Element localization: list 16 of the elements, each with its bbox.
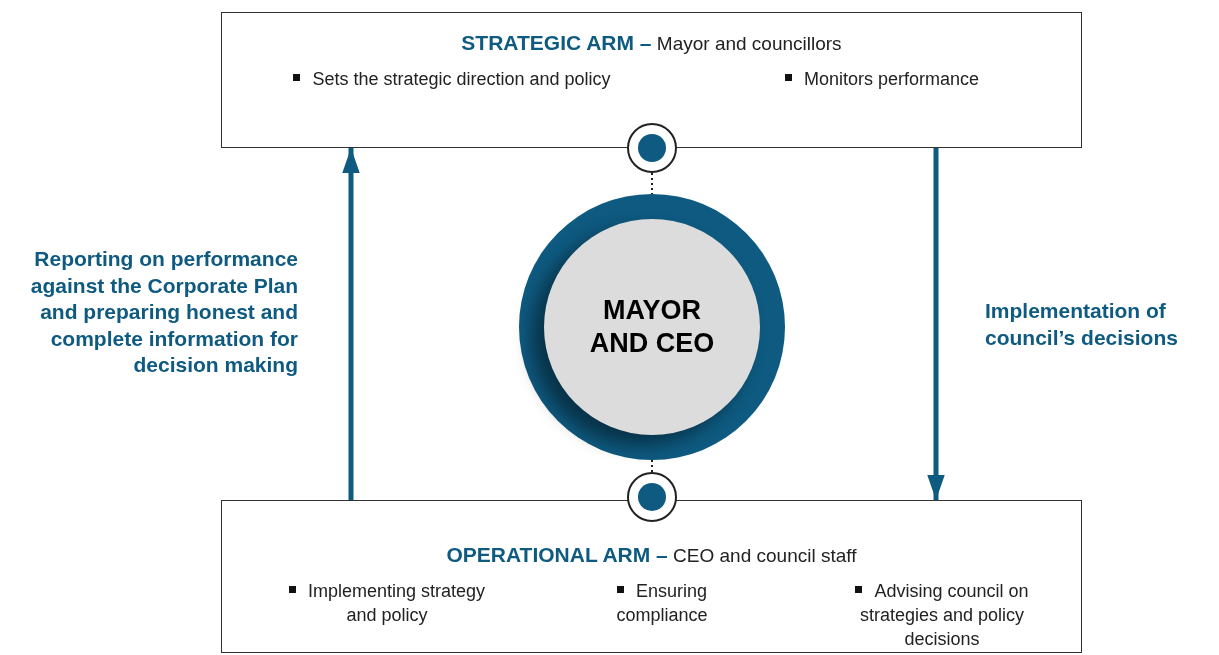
side-label: Reporting on performance against the Corporate Plan and preparing honest and complete information for decision making bbox=[29, 246, 298, 378]
bullet-item: Advising council on strategies and policy decisions bbox=[842, 579, 1042, 651]
dotted-line bbox=[651, 172, 653, 195]
arm-box bbox=[221, 12, 1082, 148]
arrow bbox=[927, 148, 945, 500]
arrow bbox=[342, 148, 360, 500]
bullet-item: Monitors performance bbox=[742, 67, 1022, 91]
bullet-item: Implementing strategy and policy bbox=[282, 579, 492, 627]
dotted-line bbox=[651, 459, 653, 473]
box-heading: STRATEGIC ARM – Mayor and councillors bbox=[460, 30, 843, 56]
bullet-item: Sets the strategic direction and policy bbox=[292, 67, 612, 91]
bullet-item: Ensuring compliance bbox=[615, 580, 709, 627]
box-heading: OPERATIONAL ARM – CEO and council staff bbox=[445, 542, 858, 568]
circle-title: MAYOR AND CEO bbox=[588, 294, 716, 360]
arm-box bbox=[221, 500, 1082, 653]
side-label: Implementation of council’s decisions bbox=[985, 298, 1179, 351]
